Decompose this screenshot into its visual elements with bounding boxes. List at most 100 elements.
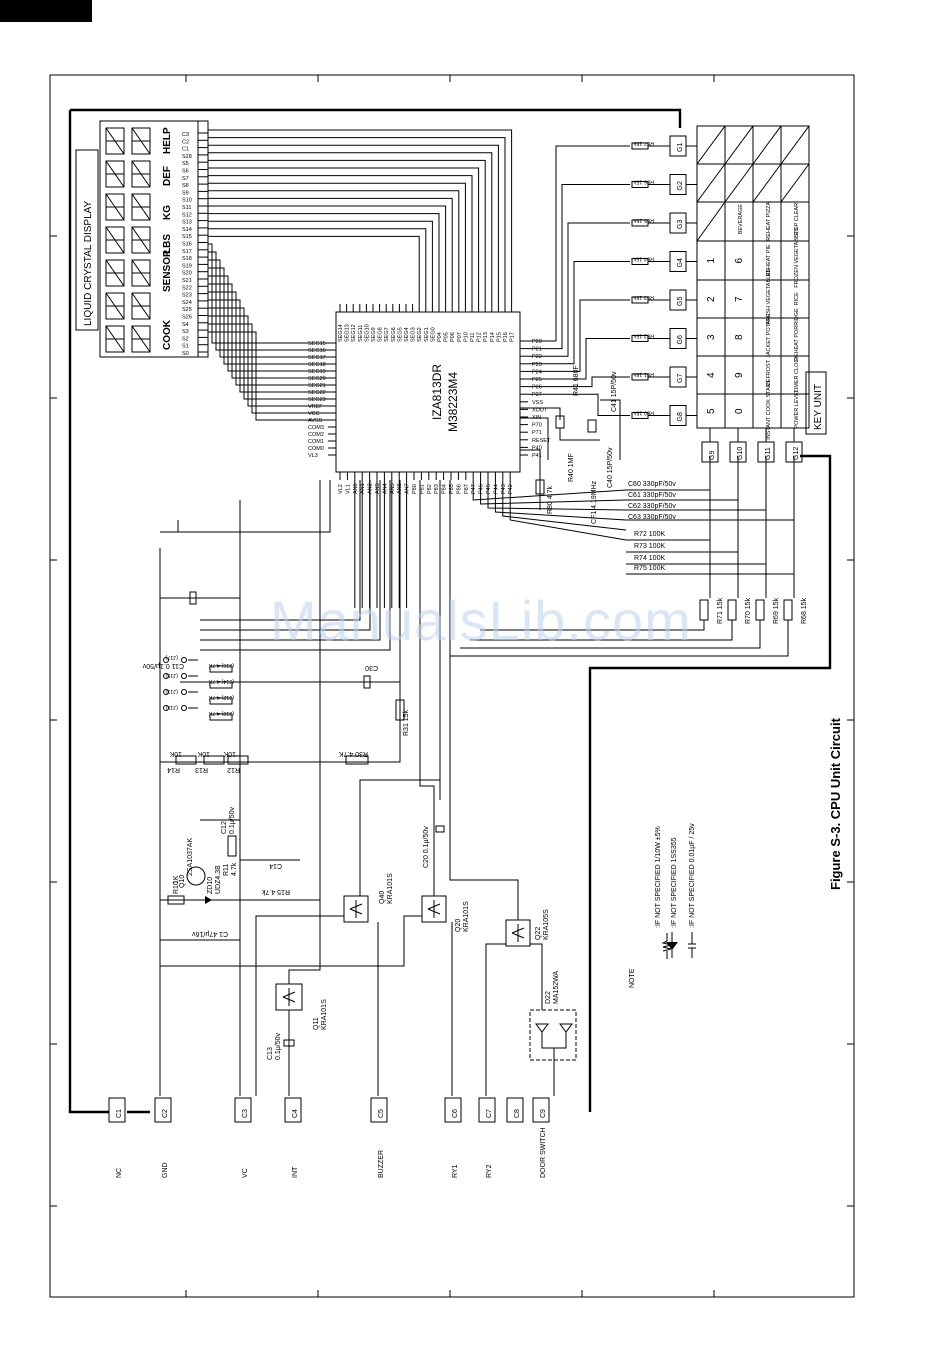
grid-col-label: G11 <box>765 447 772 460</box>
r31-label: R31 15k <box>403 709 410 736</box>
ic-pin-label: VL2 <box>338 484 344 494</box>
bus-wire <box>208 159 486 304</box>
key-cell-blank <box>780 125 810 165</box>
lcd-pin-label: S2 <box>182 336 189 342</box>
bus-wire <box>208 228 427 304</box>
c14-label: C14 <box>269 862 282 869</box>
r75-label: R75 100K <box>634 565 665 572</box>
border-ticks <box>50 75 854 1297</box>
jumper-pad <box>163 705 169 711</box>
grid-row-label: G3 <box>677 220 684 229</box>
ic-pin-label: P80 <box>412 484 418 494</box>
lcd-pin-label: C2 <box>182 139 189 145</box>
ic-name-2: M38223M4 <box>446 372 460 432</box>
grid-row-label: G6 <box>677 335 684 344</box>
bus-wire <box>208 243 328 344</box>
lcd-pin-label: S25 <box>182 307 192 313</box>
key-row-wire <box>528 376 630 388</box>
key-label: INSTANT COOK START <box>766 379 772 439</box>
lcd-digit-seg <box>131 259 151 287</box>
lcd-pin-label: S5 <box>182 161 189 167</box>
key-cell-blank <box>696 125 726 165</box>
ic-pin-label: SEG6 <box>391 327 397 342</box>
ic-pin-label: P43 <box>501 484 507 494</box>
ic-pin-label: P44 <box>493 484 499 494</box>
key-label: REHEAT PIE <box>766 244 772 277</box>
connector-signal-label: RY2 <box>486 1164 493 1178</box>
grid-row-resistor-label: R65 15k <box>633 217 654 223</box>
ic-pin-label: P25 <box>532 377 542 383</box>
jumper-pad <box>163 689 169 695</box>
ic-pin-label: SEG17 <box>308 355 326 361</box>
grid-row-resistor-label: R63 15k <box>633 294 654 300</box>
r80-label: R80 4.7k <box>547 485 554 514</box>
connector-pin-box <box>478 1097 496 1123</box>
lcd-pin-label: S19 <box>182 263 192 269</box>
ic-pin-label: SEG5 <box>397 327 403 342</box>
grid-row-label: G4 <box>677 258 684 267</box>
ic-pin-label: SEG0 <box>430 327 436 342</box>
ic-pin-label: P23 <box>532 362 542 368</box>
bus-wire <box>208 331 328 421</box>
key-cell-blank <box>696 163 726 203</box>
key-cell-blank <box>780 163 810 203</box>
c63-label: C63 330pF/50v <box>628 514 676 521</box>
jumper-pad <box>163 657 169 663</box>
oscillator-area: C41 15P/50v R41 680F C40 15P/50v CF1 4.1… <box>520 365 621 524</box>
r11-label: R11 <box>223 864 230 876</box>
connector-pin-label: C7 <box>486 1109 493 1118</box>
lcd-digit-seg <box>105 259 125 287</box>
bus-wire <box>208 197 453 304</box>
bus-wire <box>208 175 473 304</box>
lcd-pin-label: C3 <box>182 132 189 138</box>
key-row-wire <box>528 222 630 357</box>
ic-pin-label: P42 <box>508 484 514 494</box>
connector-pin-label: C5 <box>378 1109 385 1118</box>
lcd-ic-bus <box>208 129 670 608</box>
c13-label: C13 <box>267 1047 274 1060</box>
ic-pin-label: COM1 <box>308 439 324 445</box>
lcd-indicator: SENSOR <box>162 249 173 292</box>
bus-wire <box>208 315 328 407</box>
drawing-border <box>49 74 855 1298</box>
ic-pin-label: P10 <box>463 332 469 342</box>
connector-signal-label: INT <box>292 1166 299 1178</box>
bus-wire <box>208 323 328 414</box>
r13-label: R13 <box>195 766 208 773</box>
bus-wire <box>208 129 513 304</box>
c41-label: C41 15P/50v <box>611 371 618 412</box>
key-label: 9 <box>734 372 745 378</box>
lcd-pin-label: S10 <box>182 198 192 204</box>
ic-pin-label: P82 <box>427 484 433 494</box>
ic-pin-label: P41 <box>532 453 542 459</box>
ic-pin-label: AN5 <box>390 483 396 494</box>
jumper-pad <box>181 673 187 679</box>
lcd-pin-label: S17 <box>182 249 192 255</box>
lcd-pin-label: S15 <box>182 234 192 240</box>
ic-pin-label: P26 <box>532 385 542 391</box>
bus-wire <box>502 480 627 531</box>
q10-part: 2SA1037AK <box>187 838 194 876</box>
c1-label: C1 47μ/16v <box>192 930 228 937</box>
bus-wire <box>480 480 627 505</box>
ic-pin-label: P07 <box>457 332 463 342</box>
key-row-wire <box>528 261 630 365</box>
lcd-pin-label: S23 <box>182 293 192 299</box>
connector-signal-label: NC <box>116 1168 123 1178</box>
lcd-pin-label: S28 <box>182 154 192 160</box>
lcd-pin-label: S18 <box>182 256 192 262</box>
key-label: 3 <box>706 334 717 340</box>
bus-wire <box>494 480 627 521</box>
key-label: 8 <box>734 334 745 340</box>
jumper-resistor-label: (J10) 4.7K <box>208 710 234 716</box>
bus-wire <box>208 307 328 400</box>
lcd-digit-seg <box>131 127 151 155</box>
jumper-pad <box>181 657 187 663</box>
ic-pin-label: P05 <box>444 332 450 342</box>
ic-pin-label: P20 <box>532 339 542 345</box>
lcd-digit-seg <box>105 325 125 353</box>
ic-pin-label: AVSS <box>308 418 323 424</box>
key-label: REHEAT PORRIDGE <box>794 308 800 361</box>
key-label: RICE <box>794 292 800 305</box>
key-row-wire <box>528 338 630 380</box>
